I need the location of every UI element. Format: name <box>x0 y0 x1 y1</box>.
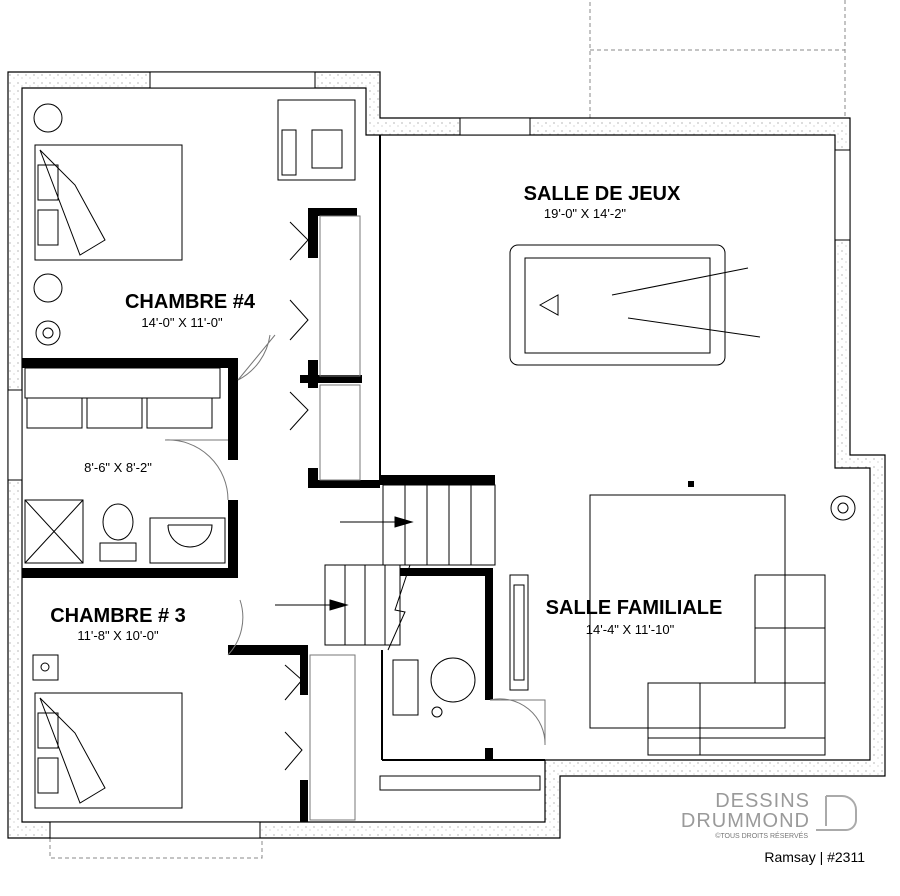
exterior-wall <box>7 71 886 839</box>
family-room-furniture <box>392 494 826 756</box>
terrace-outline <box>49 838 263 859</box>
room-label-salle-de-jeux: SALLE DE JEUX <box>524 183 681 205</box>
model-name: Ramsay | #2311 <box>764 849 865 865</box>
pool-table <box>509 244 761 366</box>
logo-copyright: ©TOUS DROITS RÉSERVÉS <box>715 831 808 840</box>
bed-chambre-3 <box>32 654 183 809</box>
stairs <box>275 484 496 651</box>
room-label-chambre-3: CHAMBRE # 3 <box>50 605 186 627</box>
room-label-chambre-4: CHAMBRE #4 <box>125 291 256 313</box>
plant-icon <box>35 320 856 521</box>
room-size-bathroom: 8'-6" X 8'-2" <box>84 460 152 475</box>
porch-outline <box>589 0 846 118</box>
room-size-salle-de-jeux: 19'-0" X 14'-2" <box>544 206 627 221</box>
logo-dessins: DESSINS <box>715 790 810 812</box>
interior-walls <box>22 208 495 822</box>
room-label-salle-familiale: SALLE FAMILIALE <box>546 597 723 619</box>
room-size-salle-familiale: 14'-4" X 11'-10" <box>586 622 675 637</box>
windows <box>7 71 851 839</box>
logo-drummond: DRUMMOND <box>681 810 810 832</box>
logo-mark-icon <box>816 795 857 831</box>
bed-chambre-4 <box>33 99 356 303</box>
doors <box>164 334 546 746</box>
room-size-chambre-4: 14'-0" X 11'-0" <box>141 315 223 330</box>
room-size-chambre-3: 11'-8" X 10'-0" <box>77 628 159 643</box>
bathroom-fixtures <box>24 367 226 564</box>
closets <box>284 215 361 821</box>
